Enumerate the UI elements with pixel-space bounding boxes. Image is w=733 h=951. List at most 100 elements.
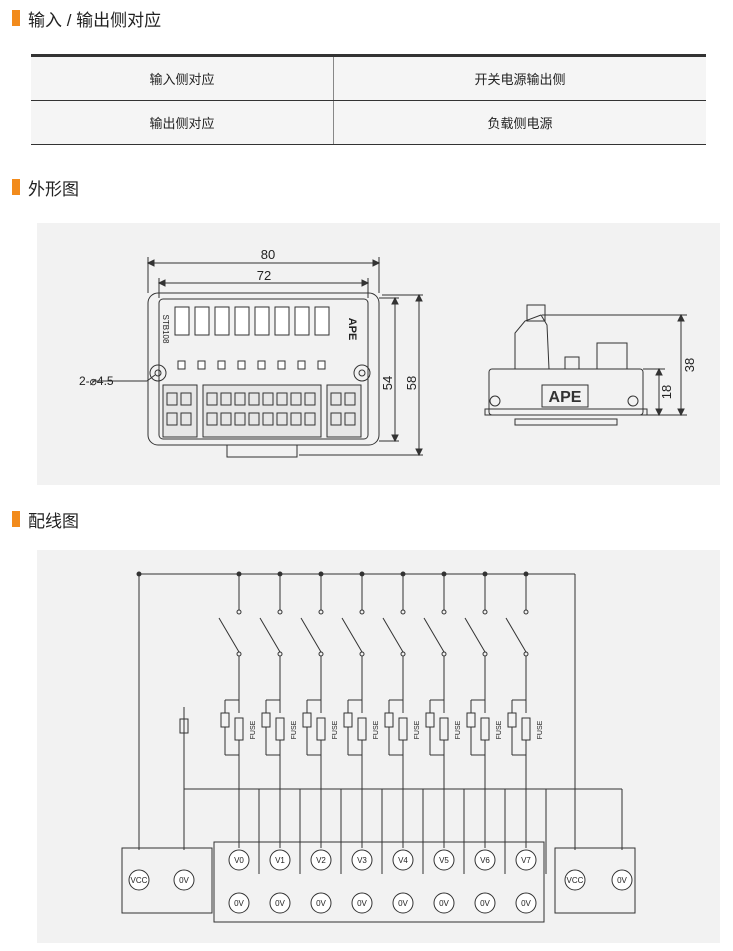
channel-label: V3 (357, 856, 367, 865)
status-led (297, 360, 306, 370)
zero-v-terminal-right (611, 869, 633, 891)
terminal-screw (166, 412, 178, 426)
resistor (220, 712, 230, 728)
terminal-screw (234, 412, 246, 426)
channel-label: V2 (316, 856, 326, 865)
terminal-screw (330, 412, 342, 426)
terminal-screw (248, 392, 260, 406)
table-cell-value: 负载侧电源 (333, 100, 706, 145)
switch-contact (523, 651, 529, 657)
resistor (302, 712, 312, 728)
dim-54-label: 54 (380, 376, 395, 390)
section-title-wiring: 配线图 (12, 509, 79, 531)
fuse-label: FUSE (291, 720, 298, 739)
channel-label: V0 (234, 856, 244, 865)
section-marker (12, 511, 20, 527)
fuse-label: FUSE (455, 720, 462, 739)
zero-v-terminal (433, 892, 455, 914)
resistor (425, 712, 435, 728)
terminal-screw (290, 412, 302, 426)
outline-drawing-panel: 80 72 2-⌀4.5 54 58 STB108 APE (37, 223, 720, 485)
vcc-label-right: VCC (567, 876, 584, 885)
switch-contact (359, 609, 365, 615)
terminal-screw (220, 412, 232, 426)
terminal-screw (262, 392, 274, 406)
terminal-screw (206, 412, 218, 426)
switch-contact (277, 609, 283, 615)
resistor (343, 712, 353, 728)
led-window (174, 306, 190, 336)
switch-blade (218, 617, 240, 653)
fuse (275, 717, 285, 741)
zero-v-terminal (474, 892, 496, 914)
zero-v-label-right: 0V (617, 876, 627, 885)
terminal-screw (166, 392, 178, 406)
vcc-terminal-left (128, 869, 150, 891)
switch-contact (523, 609, 529, 615)
channel-label: V4 (398, 856, 408, 865)
zero-v-terminal (515, 892, 537, 914)
section-title-text: 输入 / 输出侧对应 (28, 10, 162, 30)
fuse-label: FUSE (250, 720, 257, 739)
terminal-screw (262, 412, 274, 426)
channel-terminal (269, 849, 291, 871)
terminal-screw (304, 392, 316, 406)
switch-contact (318, 609, 324, 615)
zero-v-terminal (310, 892, 332, 914)
led-window (214, 306, 230, 336)
hole-label: 2-⌀4.5 (79, 374, 114, 388)
table-row: 输出侧对应 负载侧电源 (31, 100, 706, 145)
channel-label: V7 (521, 856, 531, 865)
section-marker (12, 179, 20, 195)
fuse-label: FUSE (537, 720, 544, 739)
switch-contact (318, 651, 324, 657)
channel-terminal (433, 849, 455, 871)
zero-v-label: 0V (275, 899, 285, 908)
brand-label-side: APE (549, 389, 582, 406)
switch-contact (400, 651, 406, 657)
switch-blade (464, 617, 486, 653)
terminal-screw (248, 412, 260, 426)
terminal-screw (180, 412, 192, 426)
zero-v-label: 0V (357, 899, 367, 908)
channel-terminal (351, 849, 373, 871)
terminal-screw (220, 392, 232, 406)
switch-contact (236, 609, 242, 615)
dim-58-label: 58 (404, 376, 419, 390)
switch-contact (482, 651, 488, 657)
table-row: 输入侧对应 开关电源输出侧 (31, 54, 706, 101)
channel-terminal (515, 849, 537, 871)
status-led (317, 360, 326, 370)
led-window (254, 306, 270, 336)
table-cell-side: 输入侧对应 (31, 54, 334, 101)
switch-blade (423, 617, 445, 653)
fuse (234, 717, 244, 741)
channel-label: V1 (275, 856, 285, 865)
zero-v-terminal (392, 892, 414, 914)
fuse (398, 717, 408, 741)
channel-label: V6 (480, 856, 490, 865)
wiring-diagram: VCC 0V VCC 0V FUSEV00VFUSEV10VFUSEV20VFU… (121, 571, 636, 923)
led-window (274, 306, 290, 336)
status-led (237, 360, 246, 370)
switch-contact (359, 651, 365, 657)
status-led (177, 360, 186, 370)
dim-38-label: 38 (682, 358, 697, 372)
table-cell-value: 开关电源输出侧 (333, 54, 706, 101)
brand-label-top: APE (346, 318, 358, 341)
dim-18-label: 18 (659, 385, 674, 399)
zero-v-terminal (269, 892, 291, 914)
status-led (257, 360, 266, 370)
fuse-label: FUSE (373, 720, 380, 739)
section-marker (12, 10, 20, 26)
status-led (277, 360, 286, 370)
zero-v-label: 0V (316, 899, 326, 908)
resistor (507, 712, 517, 728)
zero-v-label: 0V (521, 899, 531, 908)
led-window (294, 306, 310, 336)
terminal-screw (344, 412, 356, 426)
terminal-screw (276, 412, 288, 426)
outline-drawing: 80 72 2-⌀4.5 54 58 STB108 APE (79, 247, 697, 458)
led-window (234, 306, 250, 336)
